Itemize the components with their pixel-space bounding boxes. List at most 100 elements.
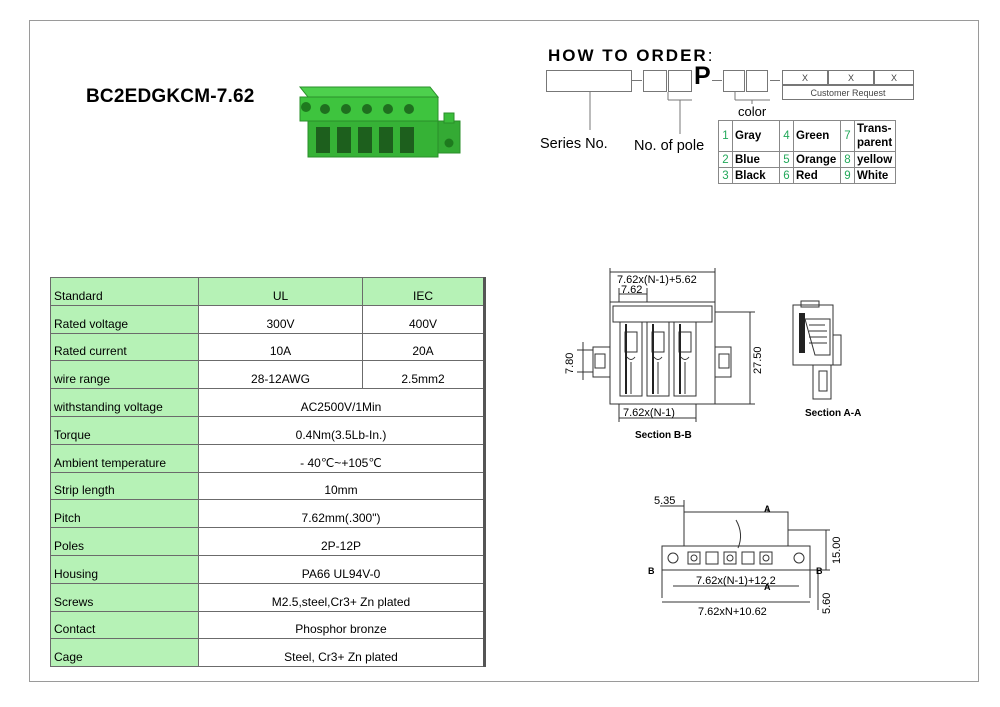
spec-row: Rated voltage 300V 400V	[50, 304, 486, 334]
color-name: White	[854, 167, 896, 184]
customer-request-label: Customer Request	[782, 85, 914, 100]
color-row: 3 Black 6 Red 9 White	[718, 167, 896, 184]
color-name: Gray	[732, 120, 780, 152]
color-name: Trans-parent	[854, 120, 896, 152]
page-frame	[29, 20, 979, 682]
no-of-pole-label: No. of pole	[634, 138, 705, 154]
spec-label: Housing	[50, 554, 199, 584]
section-bb-drawing: 7.62x(N-1)+5.62 7.62 7.80 27.50 7.62x(N-…	[564, 268, 764, 441]
bb-dim-right: 27.50	[752, 346, 764, 374]
color-num: 4	[779, 120, 794, 152]
spec-label: Contact	[50, 610, 199, 640]
series-no-label: Series No.	[540, 136, 608, 152]
spec-row: wire range 28-12AWG 2.5mm2	[50, 360, 486, 390]
order-box-color-1	[723, 70, 745, 92]
spec-value-iec: 400V	[362, 304, 486, 334]
color-num: 1	[718, 120, 733, 152]
color-name: yellow	[854, 151, 896, 168]
bb-dim-top: 7.62x(N-1)+5.62	[617, 274, 697, 286]
spec-value: M2.5,steel,Cr3+ Zn plated	[198, 582, 486, 612]
color-num: 2	[718, 151, 733, 168]
order-dash	[770, 80, 780, 81]
spec-label: Rated current	[50, 332, 199, 362]
spec-label: Cage	[50, 638, 199, 668]
bb-dim-pitch: 7.62	[621, 284, 642, 296]
order-box-series	[546, 70, 632, 92]
spec-label: wire range	[50, 360, 199, 390]
color-name: Green	[793, 120, 841, 152]
connector-image	[298, 86, 461, 158]
order-box-color-2	[746, 70, 768, 92]
color-name: Red	[793, 167, 841, 184]
spec-value: 10mm	[198, 471, 486, 501]
spec-value-ul: 10A	[198, 332, 363, 362]
top-marker-b-left: B	[648, 566, 655, 576]
top-marker-a-upper: A	[764, 504, 771, 514]
spec-label: Standard	[50, 277, 199, 306]
order-box-pole-2	[668, 70, 692, 92]
color-name: Black	[732, 167, 780, 184]
spec-table: Standard UL IEC Rated voltage 300V 400V …	[50, 277, 486, 668]
order-dash	[712, 80, 722, 81]
spec-value: PA66 UL94V-0	[198, 554, 486, 584]
spec-label: Torque	[50, 415, 199, 445]
how-to-order-title: HOW TO ORDER:	[548, 46, 715, 65]
order-p-letter: P	[694, 62, 711, 90]
top-marker-b-right: B	[816, 566, 823, 576]
spec-header-iec: IEC	[362, 277, 486, 306]
spec-value-ul: 28-12AWG	[198, 360, 363, 390]
top-marker-a-lower: A	[764, 582, 771, 592]
aa-caption: Section A-A	[805, 408, 861, 419]
spec-row: Ambient temperature- 40℃~+105℃	[50, 443, 486, 473]
top-dim-bottom2: 7.62xN+10.62	[698, 606, 767, 618]
color-name: Orange	[793, 151, 841, 168]
spec-value: 0.4Nm(3.5Lb-In.)	[198, 415, 486, 445]
bb-dim-left: 7.80	[564, 353, 576, 374]
top-dim-560: 5.60	[821, 593, 833, 614]
customer-x-1: X	[782, 70, 828, 85]
spec-value: 7.62mm(.300")	[198, 499, 486, 529]
spec-value-ul: 300V	[198, 304, 363, 334]
spec-value: Phosphor bronze	[198, 610, 486, 640]
section-aa-drawing: Section A-A	[792, 300, 861, 419]
spec-value-iec: 20A	[362, 332, 486, 362]
top-view-drawing: 5.35 A A B B 15.00 7.62x(N-1)+12.2 7.62x…	[648, 495, 843, 618]
spec-row: Rated current 10A 20A	[50, 332, 486, 362]
color-num: 3	[718, 167, 733, 184]
color-row: 1 Gray 4 Green 7 Trans-parent	[718, 120, 896, 152]
order-leader-lines	[589, 92, 770, 134]
color-name: Blue	[732, 151, 780, 168]
spec-label: Screws	[50, 582, 199, 612]
spec-value: Steel, Cr3+ Zn plated	[198, 638, 486, 668]
spec-value-iec: 2.5mm2	[362, 360, 486, 390]
spec-label: Pitch	[50, 499, 199, 529]
customer-x-3: X	[874, 70, 914, 85]
spec-label: Poles	[50, 527, 199, 556]
top-dim-bottom1: 7.62x(N-1)+12.2	[696, 575, 776, 587]
top-dim-right: 15.00	[831, 536, 843, 564]
color-table: 1 Gray 4 Green 7 Trans-parent 2 Blue 5 O…	[718, 120, 896, 184]
color-num: 9	[840, 167, 855, 184]
color-row: 2 Blue 5 Orange 8 yellow	[718, 151, 896, 168]
spec-header-row: Standard UL IEC	[50, 277, 486, 306]
bb-dim-bottom: 7.62x(N-1)	[623, 407, 675, 419]
spec-label: withstanding voltage	[50, 388, 199, 417]
product-title: BC2EDGKCM-7.62	[86, 86, 255, 107]
color-num: 7	[840, 120, 855, 152]
spec-label: Ambient temperature	[50, 443, 199, 473]
order-dash	[632, 80, 642, 81]
color-num: 5	[779, 151, 794, 168]
spec-label: Strip length	[50, 471, 199, 501]
spec-value: - 40℃~+105℃	[198, 443, 486, 473]
color-num: 6	[779, 167, 794, 184]
bb-caption: Section B-B	[635, 430, 692, 441]
spec-label: Rated voltage	[50, 304, 199, 334]
customer-x-2: X	[828, 70, 874, 85]
